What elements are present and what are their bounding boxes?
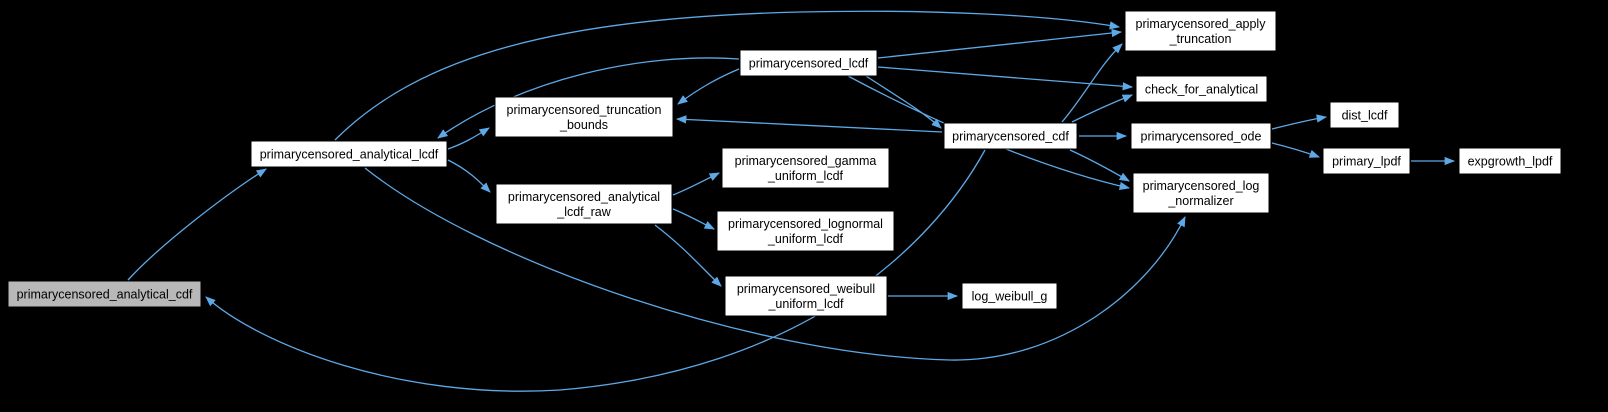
edge-lcdf-to-cdf [865,75,942,129]
node-box-analytical_cdf[interactable] [7,280,202,308]
edge-cdf-to-truncation_bounds [675,115,943,133]
node-box-log_normalizer[interactable] [1132,172,1270,214]
edge-ode-to-primary_lpdf [1271,142,1320,158]
node-label-weibull-line1: primarycensored_weibull [737,282,875,296]
node-box-gamma[interactable] [721,147,890,189]
node-lcdf_raw[interactable]: primarycensored_analytical_lcdf_raw [495,183,673,225]
node-label-check_for_analytical: check_for_analytical [1145,83,1258,97]
node-label-lcdf_raw-line1: primarycensored_analytical [508,190,660,204]
node-label-cdf: primarycensored_cdf [952,130,1069,144]
edge-cdf-to-apply_truncation [1061,43,1123,123]
node-weibull[interactable]: primarycensored_weibull_uniform_lcdf [724,275,888,317]
node-label-analytical_cdf: primarycensored_analytical_cdf [17,288,193,302]
node-ode[interactable]: primarycensored_ode [1130,122,1272,150]
node-label-log_weibull_g: log_weibull_g [972,290,1048,304]
node-lognormal[interactable]: primarycensored_lognormal_uniform_lcdf [716,210,895,252]
node-label-expgrowth_lpdf: expgrowth_lpdf [1468,155,1553,169]
node-analytical_lcdf[interactable]: primarycensored_analytical_lcdf [250,140,448,168]
node-log_normalizer[interactable]: primarycensored_log_normalizer [1132,172,1270,214]
node-box-check_for_analytical[interactable] [1135,75,1268,103]
node-box-cdf[interactable] [943,122,1078,150]
edge-lcdf_raw-to-weibull [654,224,722,287]
node-label-gamma-line1: primarycensored_gamma [735,154,877,168]
nodes-layer: primarycensored_analytical_cdf primarycen… [7,10,1562,317]
edge-analytical_lcdf-to-apply_truncation [334,10,1121,141]
node-label-dist_lcdf: dist_lcdf [1342,109,1388,123]
node-box-primary_lpdf[interactable] [1322,147,1411,175]
edge-ode-to-dist_lcdf [1271,114,1328,130]
node-label-analytical_lcdf: primarycensored_analytical_lcdf [260,148,439,162]
node-analytical_cdf[interactable]: primarycensored_analytical_cdf [7,280,202,308]
node-label-apply_truncation-line2: _truncation [1169,32,1232,46]
edge-analytical_lcdf-to-lcdf_raw [447,159,491,193]
node-cdf[interactable]: primarycensored_cdf [943,122,1078,150]
edge-lcdf-to-apply_truncation [877,28,1123,59]
edge-lcdf-to-analytical_lcdf [437,57,740,139]
node-box-truncation_bounds[interactable] [494,96,674,138]
node-label-log_normalizer-line2: _normalizer [1167,194,1233,208]
edge-analytical_cdf-to-analytical_lcdf [127,168,267,281]
node-dist_lcdf[interactable]: dist_lcdf [1329,101,1400,129]
node-gamma[interactable]: primarycensored_gamma_uniform_lcdf [721,147,890,189]
node-label-truncation_bounds-line2: _bounds [559,118,608,132]
edge-lcdf_raw-to-gamma [672,172,720,196]
node-box-log_weibull_g[interactable] [961,282,1058,310]
node-label-apply_truncation-line1: primarycensored_apply [1136,17,1267,31]
node-box-dist_lcdf[interactable] [1329,101,1400,129]
edge-analytical_lcdf-to-log_normalizer [364,167,1186,361]
node-box-expgrowth_lpdf[interactable] [1458,147,1562,175]
node-label-lcdf: primarycensored_lcdf [749,57,869,71]
node-check_for_analytical[interactable]: check_for_analytical [1135,75,1268,103]
edge-lcdf_raw-to-lognormal [672,208,715,230]
node-box-apply_truncation[interactable] [1124,10,1277,52]
node-apply_truncation[interactable]: primarycensored_apply_truncation [1124,10,1277,52]
node-lcdf[interactable]: primarycensored_lcdf [739,49,878,77]
node-label-lcdf_raw-line2: _lcdf_raw [556,205,611,219]
edge-lcdf-to-check_for_analytical [877,66,1134,91]
node-box-lognormal[interactable] [716,210,895,252]
node-truncation_bounds[interactable]: primarycensored_truncation_bounds [494,96,674,138]
node-log_weibull_g[interactable]: log_weibull_g [961,282,1058,310]
node-label-truncation_bounds-line1: primarycensored_truncation [507,103,662,117]
node-label-primary_lpdf: primary_lpdf [1332,155,1401,169]
node-label-ode: primarycensored_ode [1141,130,1262,144]
edge-analytical_lcdf-to-truncation_bounds [447,127,490,150]
node-label-lognormal-line2: _uniform_lcdf [767,232,844,246]
node-label-gamma-line2: _uniform_lcdf [767,169,844,183]
edge-cdf-to-log_normalizer [1069,149,1130,182]
node-label-weibull-line2: _uniform_lcdf [767,297,844,311]
node-box-weibull[interactable] [724,275,888,317]
node-label-lognormal-line1: primarycensored_lognormal [728,217,883,231]
node-box-ode[interactable] [1130,122,1272,150]
node-label-log_normalizer-line1: primarycensored_log [1143,179,1260,193]
edge-cdf-to-analytical_cdf [205,149,986,392]
node-box-lcdf_raw[interactable] [495,183,673,225]
node-expgrowth_lpdf[interactable]: expgrowth_lpdf [1458,147,1562,175]
node-box-analytical_lcdf[interactable] [250,140,448,168]
edge-cdf-to-check_for_analytical [1071,94,1133,123]
node-primary_lpdf[interactable]: primary_lpdf [1322,147,1411,175]
edge-lcdf-to-truncation_bounds [677,68,740,105]
node-box-lcdf[interactable] [739,49,878,77]
